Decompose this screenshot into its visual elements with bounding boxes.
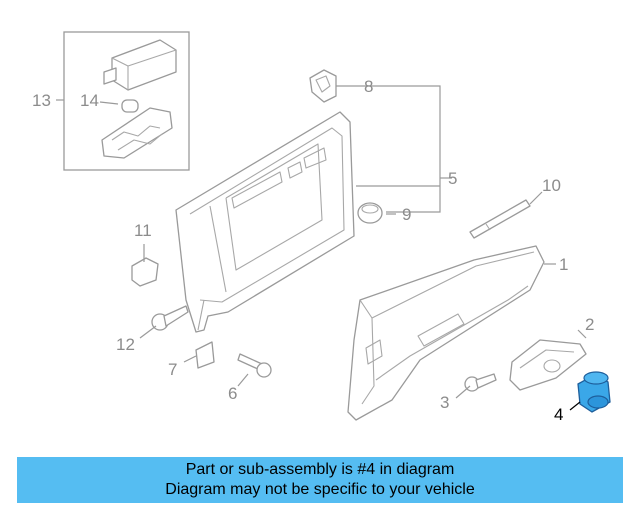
- callout-13: 13: [32, 91, 51, 110]
- callout-2: 2: [585, 315, 594, 334]
- callout-12: 12: [116, 335, 135, 354]
- callout-14: 14: [80, 91, 99, 110]
- part-6-screw: [237, 353, 272, 378]
- callout-6: 6: [228, 384, 237, 403]
- banner-line-1: Part or sub-assembly is #4 in diagram: [185, 461, 455, 478]
- callout-8: 8: [364, 77, 373, 96]
- parts-diagram: 1 2 3 4 5 6 7 8 9 10 11 12 13 14: [32, 31, 611, 424]
- part-9-bumper: [357, 202, 383, 224]
- inset-box-13: [56, 31, 190, 171]
- part-11-clip: [131, 257, 159, 287]
- part-2-latch: [509, 339, 587, 391]
- part-7-bracket: [195, 341, 215, 369]
- callout-9: 9: [402, 205, 411, 224]
- leader-lines: [99, 85, 587, 411]
- part-10-damper: [469, 199, 531, 239]
- lamp-housing-part: [101, 39, 177, 159]
- info-banner: Part or sub-assembly is #4 in diagram Di…: [17, 457, 623, 503]
- callout-5: 5: [448, 169, 457, 188]
- part-3-screw: [464, 373, 497, 392]
- callout-1: 1: [559, 255, 568, 274]
- callout-4: 4: [554, 405, 563, 424]
- part-12-screw: [151, 305, 189, 331]
- callout-11: 11: [134, 221, 152, 240]
- callout-7: 7: [168, 360, 177, 379]
- part-4-highlighted: [577, 371, 611, 413]
- part-5-glovebox-panel: [175, 111, 355, 333]
- part-1-glove-box: [347, 245, 545, 421]
- callout-3: 3: [440, 393, 449, 412]
- part-8-clip: [309, 69, 337, 103]
- banner-line-2: Diagram may not be specific to your vehi…: [165, 481, 475, 498]
- callout-10: 10: [542, 176, 561, 195]
